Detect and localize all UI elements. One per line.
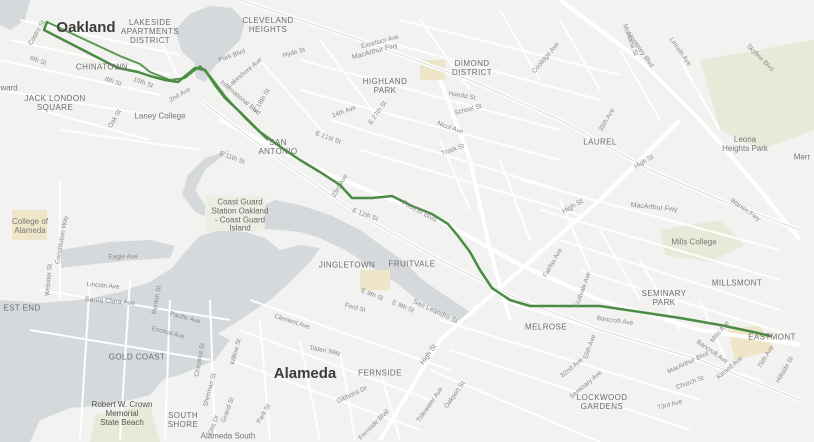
- label-oakland: Oakland: [56, 18, 116, 36]
- label-lockwood: LOCKWOOD GARDENS: [576, 393, 628, 411]
- freeway-casing: [199, 0, 801, 401]
- label-leona-park: Leona Heights Park: [722, 135, 768, 153]
- road-fruitvale: [438, 79, 512, 321]
- label-ward: ward: [0, 83, 18, 93]
- park-leona: [700, 40, 814, 150]
- label-san-antonio: SAN ANTONIO: [258, 138, 298, 156]
- label-chinatown: CHINATOWN: [75, 62, 129, 72]
- label-melrose: MELROSE: [525, 322, 567, 332]
- label-fruitvale: FRUITVALE: [388, 259, 436, 269]
- route-line-return[interactable]: [46, 21, 269, 141]
- label-cleveland-heights: CLEVELAND HEIGHTS: [242, 16, 294, 34]
- label-seminary-park: SEMINARY PARK: [641, 289, 687, 307]
- water-upper-estuary: [60, 240, 175, 268]
- label-west-end: EST END: [3, 303, 41, 313]
- park-jingletown: [360, 270, 390, 290]
- label-eastmont: EASTMONT: [748, 332, 796, 342]
- road-high-st: [378, 118, 682, 442]
- label-south-shore: SOUTH SHORE: [167, 411, 199, 429]
- label-millsmont: MILLSMONT: [711, 278, 763, 288]
- park-college: [12, 210, 47, 240]
- label-crown-beach: Robert W. Crown Memorial State Beach: [91, 399, 153, 427]
- label-laney-college: Laney College: [134, 111, 186, 121]
- street-grid: [0, 9, 791, 442]
- label-mills-college: Mills College: [671, 237, 717, 247]
- label-fernside: FERNSIDE: [358, 368, 402, 378]
- label-alameda: Alameda: [273, 364, 337, 382]
- road-international: [219, 118, 801, 347]
- label-dimond: DIMOND DISTRICT: [451, 59, 493, 77]
- water-shore: [0, 0, 30, 30]
- route-line[interactable]: [42, 20, 772, 338]
- label-lakeside: LAKESIDE APARTMENTS DISTRICT: [121, 17, 179, 45]
- park-crown: [90, 405, 160, 442]
- label-highland-park: HIGHLAND PARK: [362, 77, 408, 95]
- label-alameda-south: Alameda South: [200, 431, 256, 441]
- label-college-alameda: College of Alameda: [11, 217, 49, 235]
- park-coast-guard: [205, 196, 265, 231]
- label-merr: Merr: [793, 152, 811, 162]
- label-gold-coast: GOLD COAST: [108, 352, 166, 362]
- street-eagle: Eagle Ave: [108, 253, 138, 261]
- road-580-east: [558, 0, 802, 242]
- water-marina: [95, 330, 230, 385]
- label-jingletown: JINGLETOWN: [318, 260, 376, 270]
- label-laurel: LAUREL: [583, 137, 617, 147]
- water-lake-merritt: [175, 6, 245, 82]
- label-coast-guard: Coast Guard Station Oakland - Coast Guar…: [211, 197, 269, 233]
- water-channel: [182, 150, 470, 322]
- label-jack-london: JACK LONDON SQUARE: [24, 94, 86, 112]
